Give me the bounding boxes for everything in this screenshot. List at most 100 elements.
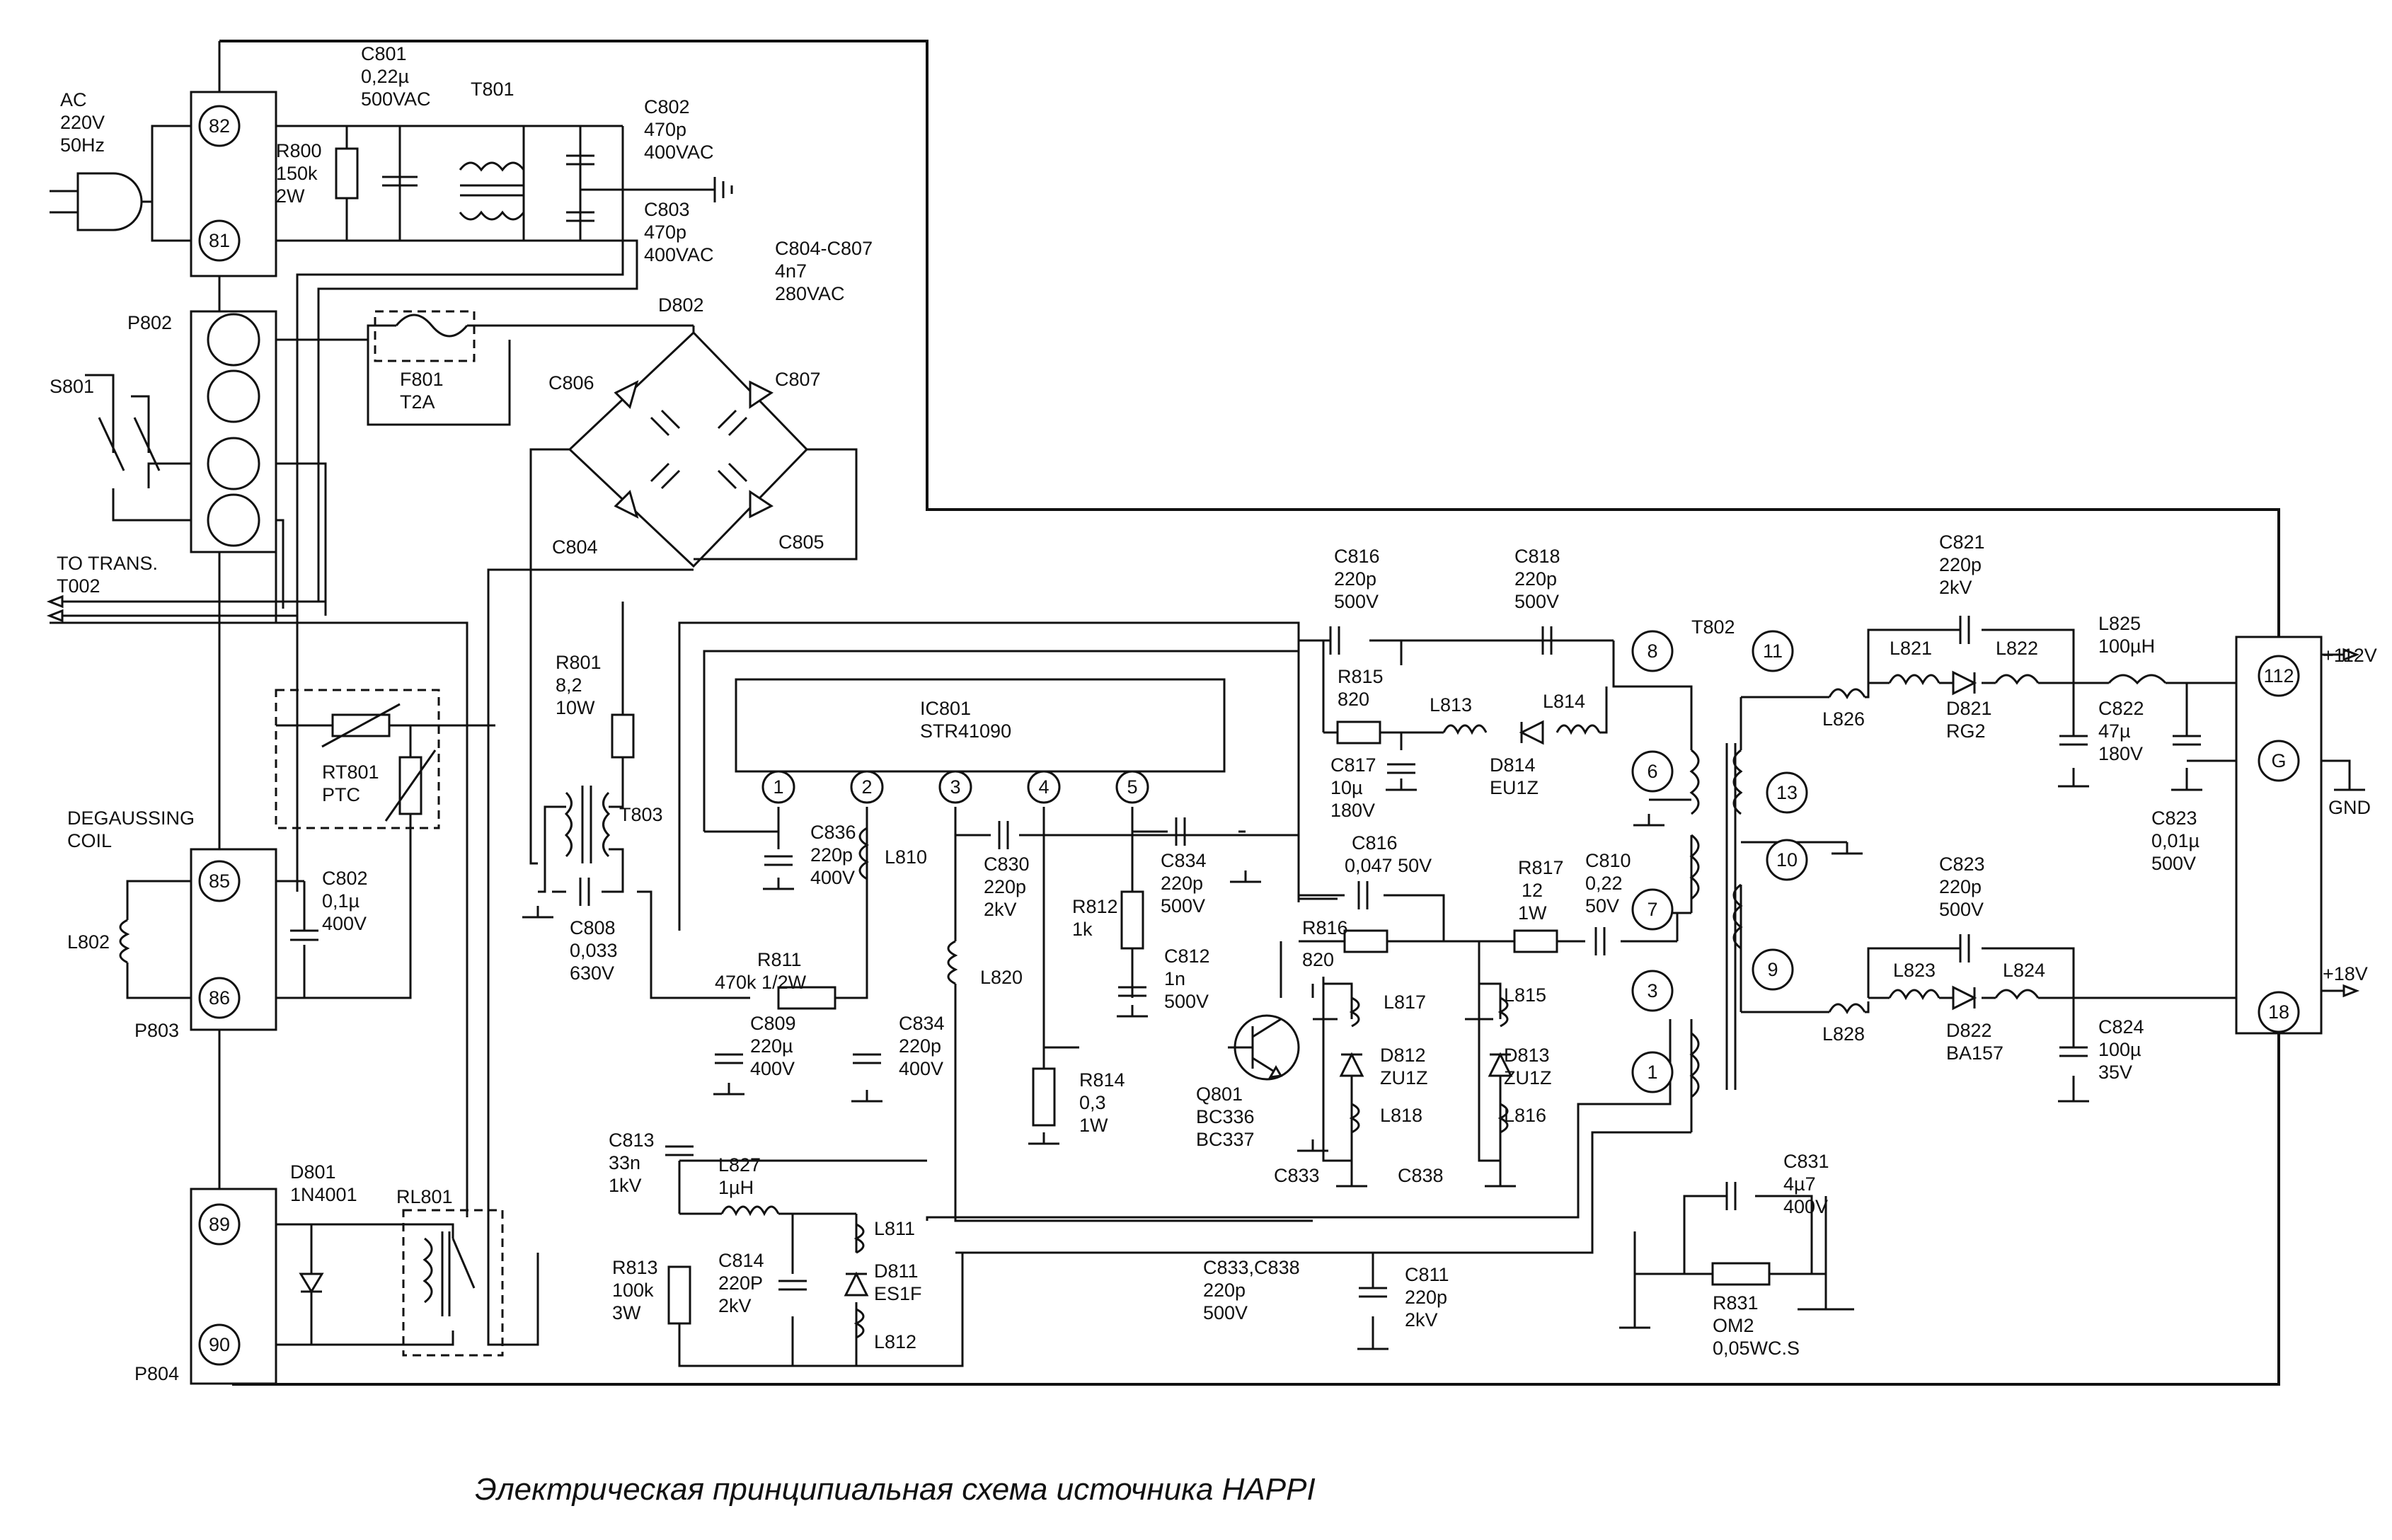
label-d802: D802 (658, 294, 704, 316)
label-c804: C804 (552, 536, 598, 558)
winding-11: 11 (1763, 640, 1783, 662)
label-l821: L821 (1890, 638, 1932, 659)
label-c806: C806 (548, 372, 594, 393)
label-l823: L823 (1893, 960, 1936, 981)
winding-6: 6 (1647, 761, 1657, 782)
winding-7: 7 (1647, 899, 1657, 920)
diagram-caption: Электрическая принципиальная схема источ… (475, 1472, 1316, 1507)
label-l824: L824 (2003, 960, 2045, 981)
output-pin-112: 112 (2263, 665, 2294, 686)
connector-pins: 82 81 85 86 89 90 1 2 3 4 5 112 G 18 (198, 105, 2300, 1366)
rl801-outline (402, 1209, 504, 1357)
f801-outline (374, 310, 476, 362)
label-t803: T803 (619, 804, 663, 825)
wires (50, 40, 2351, 1386)
label-to-trans: TO TRANS.T002 (57, 553, 158, 597)
label-c838: C838 (1398, 1165, 1444, 1186)
label-l822: L822 (1996, 638, 2038, 659)
winding-10: 10 (1776, 849, 1798, 870)
label-rl801: RL801 (396, 1186, 453, 1207)
ic-pin-1: 1 (773, 776, 783, 798)
label-l802: L802 (67, 931, 110, 953)
label-l826: L826 (1822, 708, 1865, 730)
label-c833: C833 (1274, 1165, 1320, 1186)
ic-pin-2: 2 (861, 776, 872, 798)
label-l813: L813 (1430, 694, 1472, 716)
winding-8: 8 (1647, 640, 1657, 662)
winding-9: 9 (1767, 959, 1778, 980)
pin-82: 82 (209, 115, 230, 137)
label-l818: L818 (1380, 1105, 1422, 1126)
label-out-112v: +112V (2323, 645, 2377, 666)
label-p804: P804 (134, 1363, 179, 1384)
label-p803: P803 (134, 1020, 179, 1041)
p802-cells (207, 313, 260, 547)
label-out-18v: +18V (2323, 963, 2368, 984)
output-pin-18: 18 (2268, 1001, 2289, 1023)
label-t801: T801 (471, 79, 514, 100)
pin-86: 86 (209, 987, 230, 1009)
label-l816: L816 (1504, 1105, 1546, 1126)
ic801-body (735, 678, 1226, 773)
label-p802: P802 (127, 312, 172, 333)
label-l828: L828 (1822, 1023, 1865, 1045)
label-l817: L817 (1384, 992, 1426, 1013)
winding-13: 13 (1776, 782, 1798, 803)
ic-pin-4: 4 (1038, 776, 1049, 798)
label-l811: L811 (874, 1218, 915, 1239)
label-c805: C805 (778, 531, 824, 553)
label-c807: C807 (775, 369, 821, 390)
winding-1: 1 (1647, 1062, 1657, 1083)
d802-bridge (568, 331, 809, 568)
winding-numbers: 8 6 7 3 1 11 13 10 9 (1631, 630, 1808, 1093)
label-l815: L815 (1504, 984, 1546, 1006)
